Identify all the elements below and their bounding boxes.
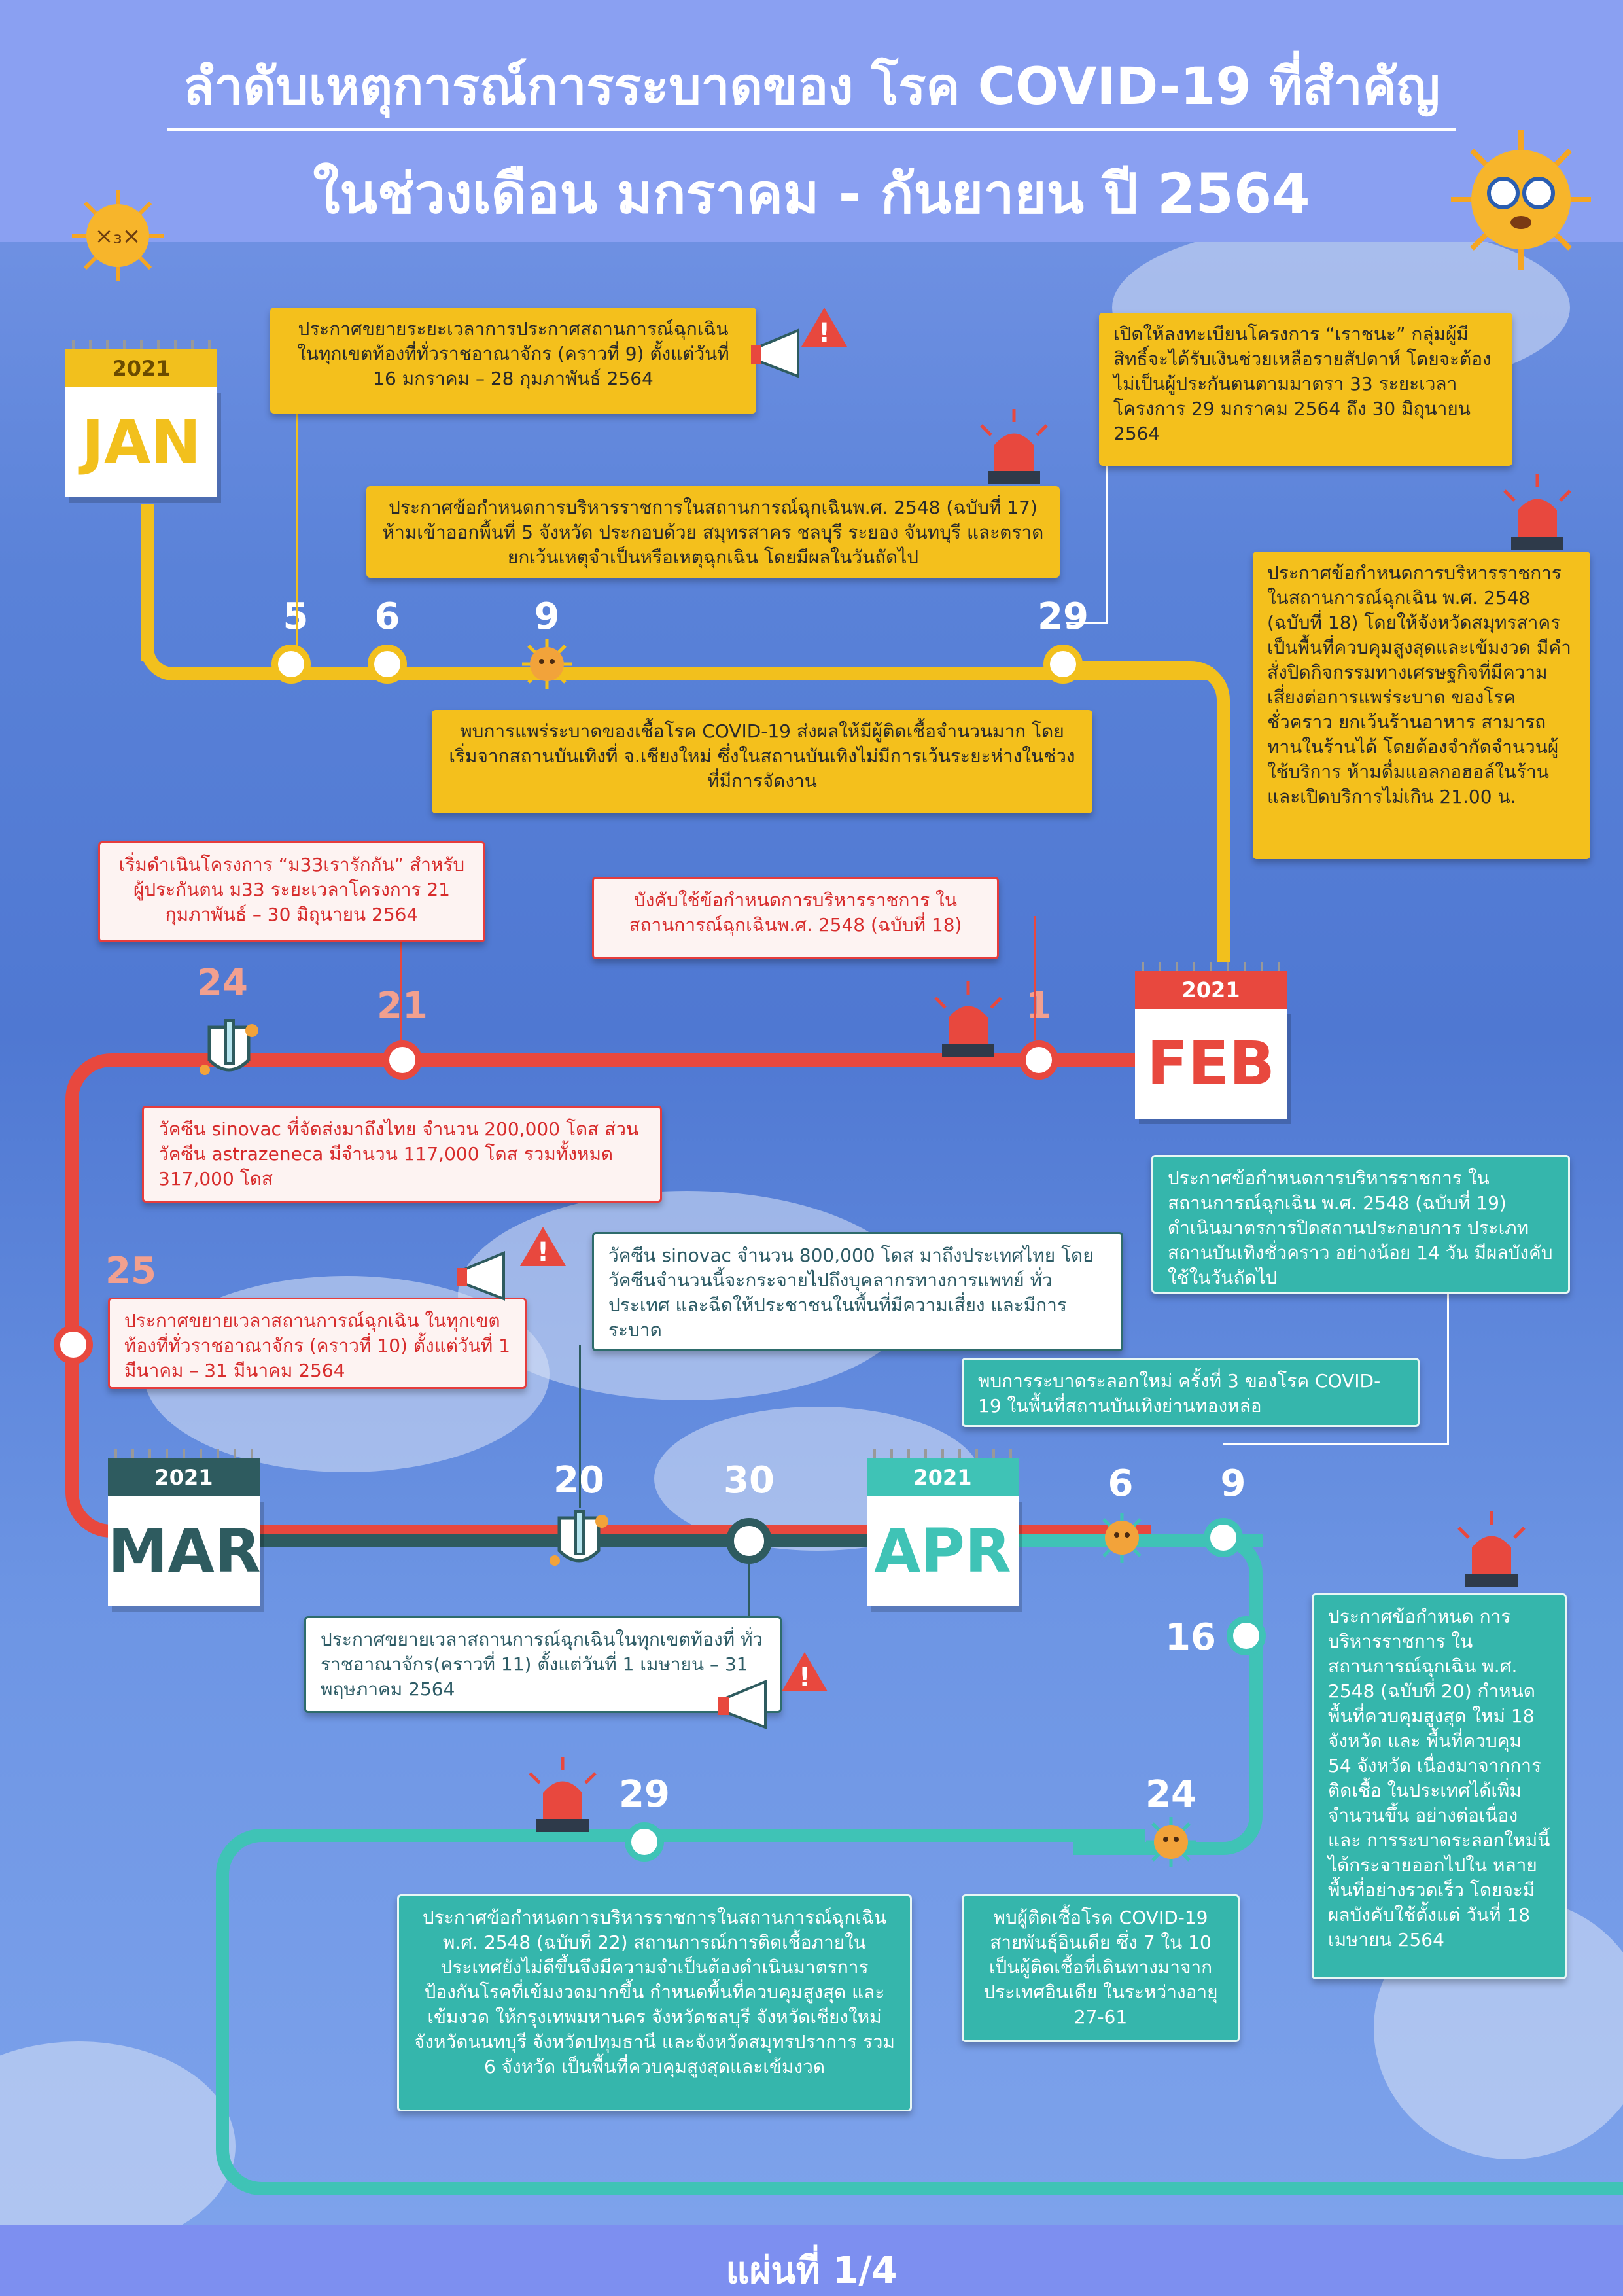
virus-icon (1146, 1817, 1196, 1867)
day-label: 29 (619, 1773, 670, 1816)
svg-text:!: ! (799, 1663, 811, 1693)
event-box-jan5: ประกาศขยายระยะเวลาการประกาศสถานการณ์ฉุกเ… (270, 308, 756, 414)
day-label: 29 (1038, 595, 1089, 638)
timeline-dot (383, 1040, 422, 1080)
connector-line (748, 1557, 750, 1636)
event-box-mar20: วัคซีน sinovac จำนวน 800,000 โดส มาถึงปร… (592, 1232, 1123, 1351)
megaphone-alert-icon: ! (751, 308, 847, 378)
connector-line (1447, 1292, 1449, 1443)
footer-band (0, 2225, 1623, 2296)
svg-text:!: ! (537, 1237, 549, 1267)
day-label: 25 (105, 1250, 156, 1292)
virus-mascot-icon: ×₃× (72, 190, 164, 281)
day-label: 30 (724, 1459, 775, 1502)
svg-text:×₃×: ×₃× (95, 223, 141, 249)
calendar-year: 2021 (108, 1458, 260, 1496)
day-label: 24 (197, 962, 248, 1004)
event-box-jan-right: ประกาศข้อกำหนดการบริหารราชการในสถานการณ์… (1253, 552, 1590, 859)
calendar-rings (1135, 962, 1287, 974)
day-label: 24 (1145, 1773, 1196, 1816)
connector-line (1034, 916, 1036, 1040)
megaphone-alert-icon: ! (457, 1227, 566, 1301)
calendar-year: 2021 (867, 1458, 1019, 1496)
title-divider (167, 128, 1456, 131)
page-title: ลำดับเหตุการณ์การระบาดของ โรค COVID-19 ท… (183, 58, 1440, 116)
timeline-dot (1227, 1616, 1266, 1655)
vaccine-icon (550, 1510, 608, 1566)
calendar-year: 2021 (65, 349, 217, 387)
timeline-dot (1204, 1518, 1243, 1557)
calendar-month: APR (867, 1496, 1019, 1606)
siren-icon (934, 981, 1002, 1057)
timeline-dot (54, 1325, 93, 1364)
timeline-dot (1043, 645, 1083, 684)
calendar-month: FEB (1135, 1009, 1287, 1119)
event-box-jan9: พบการแพร่ระบาดของเชื้อโรค COVID-19 ส่งผล… (432, 710, 1092, 813)
calendar-year: 2021 (1135, 971, 1287, 1009)
siren-icon (1503, 474, 1571, 550)
timeline-dot (271, 645, 311, 684)
siren-icon (980, 409, 1048, 484)
siren-icon (529, 1757, 597, 1832)
connector-line (1223, 1443, 1449, 1445)
virus-mascot-icon (1451, 130, 1591, 270)
event-box-feb21: เริ่มดำเนินโครงการ “ม33เรารักกัน” สำหรับ… (98, 841, 485, 942)
event-box-apr24: พบผู้ติดเชื้อโรค COVID-19 สายพันธุ์อินเด… (962, 1894, 1240, 2042)
day-label: 9 (1220, 1462, 1246, 1505)
connector-line (1106, 465, 1108, 622)
calendar-rings (65, 340, 217, 352)
virus-icon (522, 639, 572, 689)
event-box-jan6: ประกาศข้อกำหนดการบริหารราชการในสถานการณ์… (366, 486, 1060, 578)
event-box-apr6: พบการระบาดระลอกใหม่ ครั้งที่ 3 ของโรค CO… (962, 1358, 1420, 1427)
virus-icon (1097, 1513, 1147, 1563)
calendar-month: JAN (65, 387, 217, 497)
calendar-jan: 2021 JAN (65, 340, 217, 497)
event-box-feb1: บังคับใช้ข้อกำหนดการบริหารราชการ ในสถานก… (592, 877, 999, 959)
header-band (0, 0, 1623, 242)
day-label: 21 (377, 985, 428, 1027)
bg-cloud (0, 2041, 236, 2251)
calendar-feb: 2021 FEB (1135, 962, 1287, 1119)
event-box-feb24: วัคซีน sinovac ที่จัดส่งมาถึงไทย จำนวน 2… (142, 1106, 662, 1203)
timeline-apr-track (262, 2182, 1623, 2195)
connector-line (1066, 622, 1108, 624)
event-box-apr29: ประกาศข้อกำหนดการบริหารราชการในสถานการณ์… (397, 1894, 912, 2111)
event-box-apr9: ประกาศข้อกำหนดการบริหารราชการ ในสถานการณ… (1151, 1155, 1570, 1294)
calendar-rings (867, 1449, 1019, 1461)
connector-line (296, 412, 298, 648)
event-box-feb25: ประกาศขยายเวลาสถานการณ์ฉุกเฉิน ในทุกเขตท… (108, 1298, 527, 1389)
calendar-rings (108, 1449, 260, 1461)
timeline-dot (1019, 1040, 1058, 1080)
siren-icon (1457, 1511, 1526, 1587)
day-label: 16 (1165, 1616, 1216, 1659)
svg-text:!: ! (818, 318, 830, 348)
timeline-dot (625, 1822, 664, 1862)
timeline-jan-track (141, 504, 154, 661)
connector-line (400, 942, 402, 1047)
megaphone-alert-icon: ! (718, 1652, 828, 1729)
calendar-mar: 2021 MAR (108, 1449, 261, 1606)
page-number: แผ่นที่ 1/4 (725, 2250, 898, 2292)
day-label: 6 (1108, 1462, 1134, 1505)
calendar-month: MAR (108, 1496, 261, 1606)
day-label: 1 (1026, 985, 1052, 1027)
timeline-jan-track (1073, 661, 1230, 962)
event-box-jan29: เปิดให้ลงทะเบียนโครงการ “เราชนะ” กลุ่มผู… (1099, 313, 1512, 466)
connector-line (579, 1345, 581, 1508)
timeline-dot (368, 645, 407, 684)
day-label: 9 (534, 595, 560, 638)
day-label: 6 (374, 595, 400, 638)
page-subtitle: ในช่วงเดือน มกราคม - กันยายน ปี 2564 (313, 162, 1310, 226)
event-box-apr16: ประกาศข้อกำหนด การบริหารราชการ ในสถานการ… (1312, 1593, 1567, 1979)
vaccine-icon (200, 1019, 258, 1075)
event-box-mar30: ประกาศขยายเวลาสถานการณ์ฉุกเฉินในทุกเขตท้… (304, 1616, 782, 1713)
calendar-apr: 2021 APR (867, 1449, 1019, 1606)
